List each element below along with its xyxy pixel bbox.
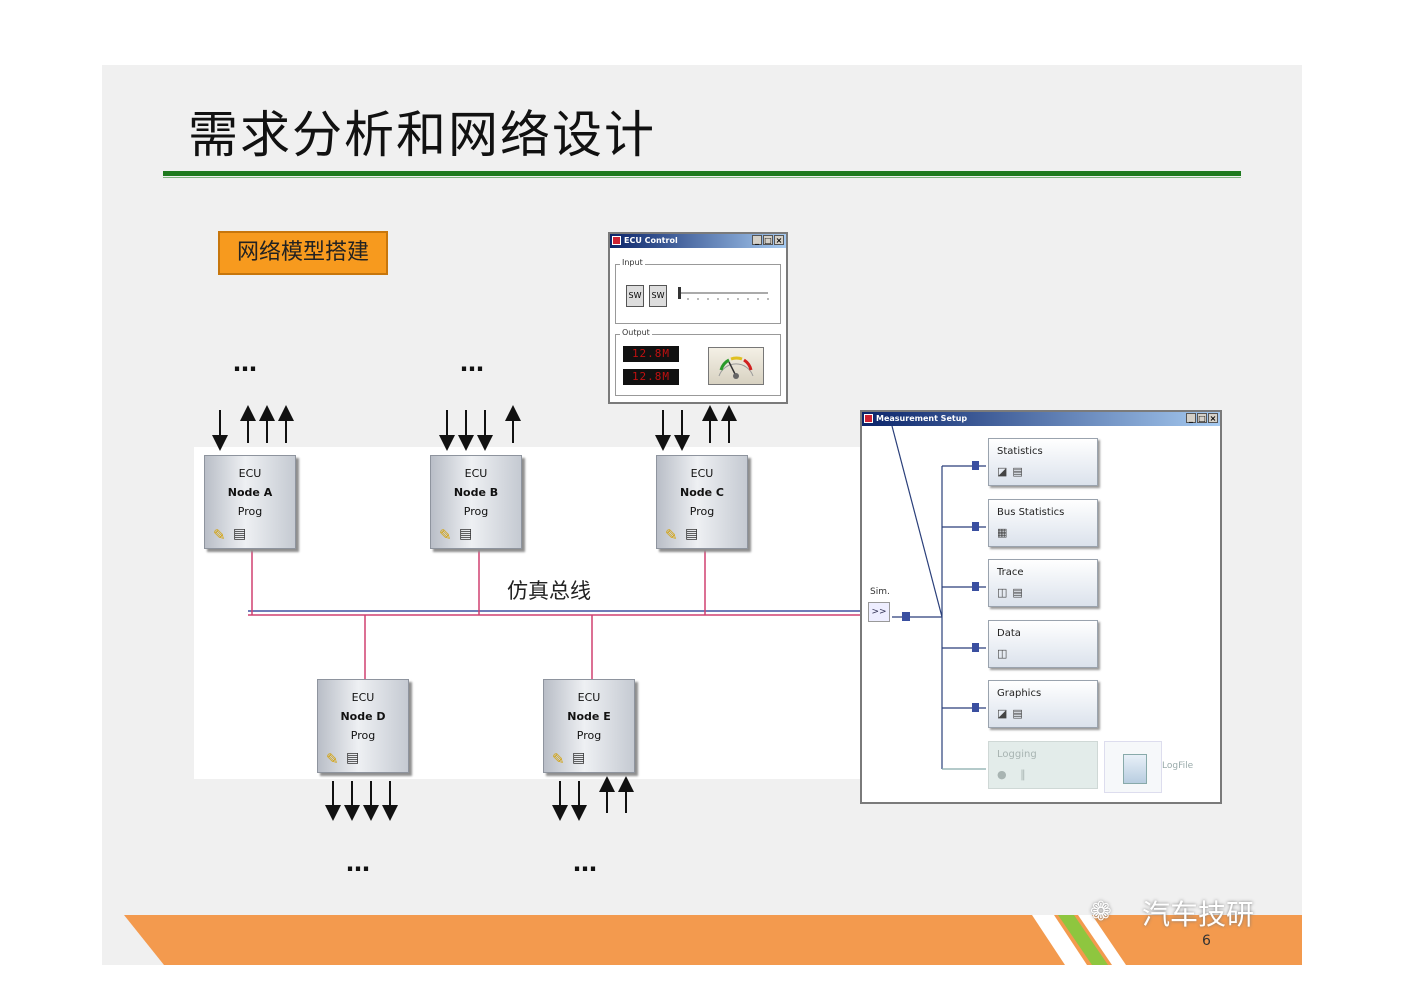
- graphics-icons: ◪▤: [997, 707, 1028, 720]
- logfile-label: LogFile: [1162, 761, 1194, 771]
- trace-icons: ◫▤: [997, 586, 1028, 599]
- sim-forward-button[interactable]: >>: [868, 602, 890, 622]
- ecu-control-window[interactable]: ECU Control _ □ × Input SW SW Outpu: [608, 232, 788, 404]
- window-icon: [612, 236, 621, 245]
- ecu-control-titlebar[interactable]: ECU Control _ □ ×: [610, 234, 786, 248]
- ellipsis-node-b: …: [460, 349, 486, 377]
- ellipsis-node-d: …: [346, 849, 372, 877]
- ecu-label: ECU: [464, 467, 488, 480]
- ecu-prog-label: Prog: [237, 505, 263, 518]
- ellipsis-node-a: …: [233, 349, 259, 377]
- pencil-icon[interactable]: ✎: [213, 526, 226, 544]
- block-label: Graphics: [997, 688, 1042, 699]
- output-group-label: Output: [620, 328, 652, 337]
- data-icon: ◫: [997, 647, 1013, 660]
- ecu-label: ECU: [690, 467, 714, 480]
- slide: 需求分析和网络设计 网络模型搭建: [102, 65, 1302, 965]
- graphics-block[interactable]: Graphics ◪▤: [988, 680, 1098, 728]
- gauge-icon: [708, 347, 764, 385]
- pencil-icon[interactable]: ✎: [665, 526, 678, 544]
- led-display-1: 12.8M: [623, 346, 679, 362]
- block-label: Data: [997, 628, 1021, 639]
- measurement-setup-title: Measurement Setup: [876, 414, 968, 423]
- ellipsis-node-e: …: [573, 849, 599, 877]
- diagram-lines: [212, 405, 862, 821]
- measurement-connections: [891, 426, 1126, 770]
- input-switch-1[interactable]: SW: [626, 285, 644, 307]
- ecu-node-name: Node C: [680, 486, 724, 499]
- database-icon[interactable]: ▤: [346, 750, 360, 766]
- wechat-icon: ❁: [1090, 897, 1112, 927]
- page-number: 6: [1202, 933, 1211, 949]
- ecu-control-title: ECU Control: [624, 236, 678, 245]
- logging-icons: ● ∥: [997, 768, 1031, 781]
- title-rule: [163, 171, 1241, 176]
- ecu-node-name: Node E: [567, 710, 611, 723]
- close-icon[interactable]: ×: [1208, 413, 1218, 423]
- ecu-label: ECU: [238, 467, 262, 480]
- sim-bus-label: 仿真总线: [507, 579, 591, 603]
- input-group-label: Input: [620, 258, 645, 267]
- ecu-node-d[interactable]: ECU Node D Prog ✎ ▤: [317, 679, 409, 773]
- measurement-setup-window[interactable]: Measurement Setup _ □ × Sim.: [860, 410, 1222, 804]
- window-controls: _ □ ×: [752, 235, 784, 245]
- block-label: Trace: [997, 567, 1024, 578]
- block-label: Logging: [997, 749, 1037, 760]
- ecu-node-e[interactable]: ECU Node E Prog ✎ ▤: [543, 679, 635, 773]
- ecu-node-name: Node B: [453, 486, 499, 499]
- network-model-tag: 网络模型搭建: [218, 231, 388, 275]
- block-label: Bus Statistics: [997, 507, 1065, 518]
- block-label: Statistics: [997, 446, 1043, 457]
- input-group: Input SW SW: [615, 258, 781, 324]
- ecu-prog-label: Prog: [576, 729, 602, 742]
- footer-band: [124, 915, 1302, 965]
- minimize-icon[interactable]: _: [752, 235, 762, 245]
- logfile-box[interactable]: [1104, 741, 1162, 793]
- measurement-setup-titlebar[interactable]: Measurement Setup _ □ ×: [862, 412, 1220, 426]
- ecu-node-c[interactable]: ECU Node C Prog ✎ ▤: [656, 455, 748, 549]
- led-display-2: 12.8M: [623, 369, 679, 385]
- file-icon: [1123, 754, 1147, 784]
- maximize-icon[interactable]: □: [763, 235, 773, 245]
- ecu-label: ECU: [351, 691, 375, 704]
- bus-statistics-block[interactable]: Bus Statistics ▦: [988, 499, 1098, 547]
- ecu-prog-label: Prog: [463, 505, 489, 518]
- output-group: Output 12.8M 12.8M: [615, 328, 781, 396]
- maximize-icon[interactable]: □: [1197, 413, 1207, 423]
- pencil-icon[interactable]: ✎: [552, 750, 565, 768]
- ecu-label: ECU: [577, 691, 601, 704]
- close-icon[interactable]: ×: [774, 235, 784, 245]
- bus-statistics-icon: ▦: [997, 526, 1013, 539]
- page-title: 需求分析和网络设计: [188, 106, 656, 164]
- ecu-node-name: Node D: [340, 710, 386, 723]
- window-icon: [864, 414, 873, 423]
- ecu-node-a[interactable]: ECU Node A Prog ✎ ▤: [204, 455, 296, 549]
- database-icon[interactable]: ▤: [233, 526, 247, 542]
- window-controls: _ □ ×: [1186, 413, 1218, 423]
- minimize-icon[interactable]: _: [1186, 413, 1196, 423]
- ecu-node-b[interactable]: ECU Node B Prog ✎ ▤: [430, 455, 522, 549]
- database-icon[interactable]: ▤: [572, 750, 586, 766]
- slider-handle: [678, 287, 681, 299]
- watermark-text: 汽车技研: [1142, 898, 1255, 931]
- ecu-prog-label: Prog: [689, 505, 715, 518]
- statistics-icons: ◪▤: [997, 465, 1028, 478]
- pencil-icon[interactable]: ✎: [439, 526, 452, 544]
- ecu-node-name: Node A: [227, 486, 273, 499]
- ecu-prog-label: Prog: [350, 729, 376, 742]
- sim-label: Sim.: [870, 587, 890, 597]
- diagram-background: [194, 447, 862, 779]
- database-icon[interactable]: ▤: [685, 526, 699, 542]
- input-switch-2[interactable]: SW: [649, 285, 667, 307]
- statistics-block[interactable]: Statistics ◪▤: [988, 438, 1098, 486]
- database-icon[interactable]: ▤: [459, 526, 473, 542]
- pencil-icon[interactable]: ✎: [326, 750, 339, 768]
- data-block[interactable]: Data ◫: [988, 620, 1098, 668]
- logging-block[interactable]: Logging ● ∥: [988, 741, 1098, 789]
- title-rule-thin: [163, 177, 1241, 178]
- input-slider[interactable]: [676, 287, 772, 303]
- trace-block[interactable]: Trace ◫▤: [988, 559, 1098, 607]
